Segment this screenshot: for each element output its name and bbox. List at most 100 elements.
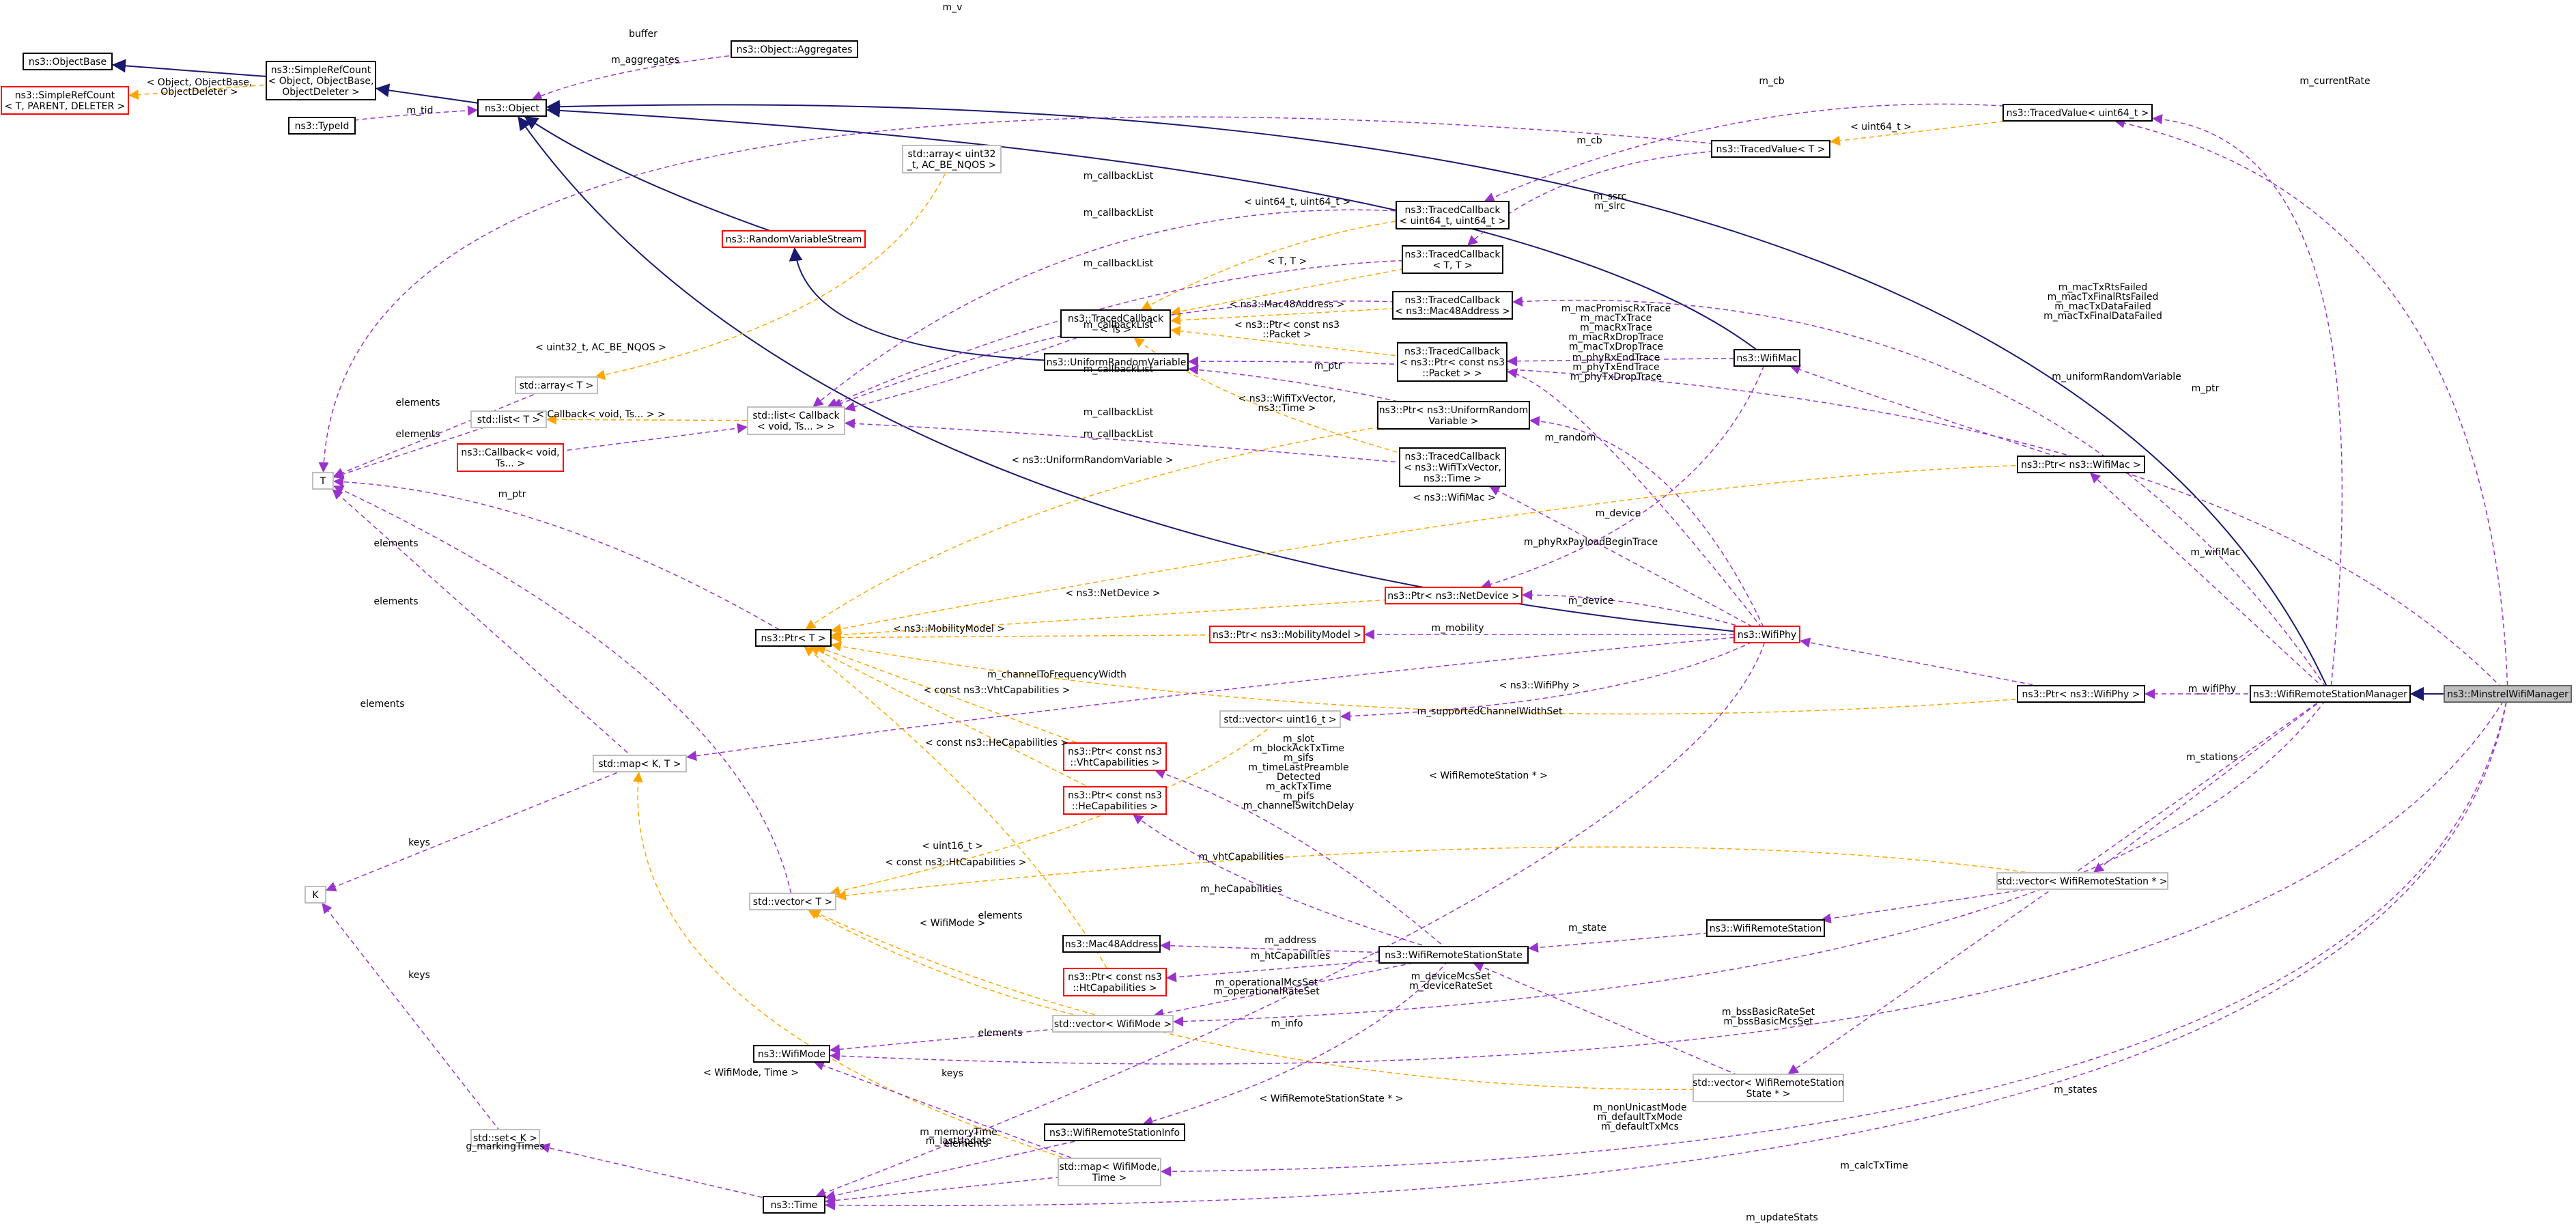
node-tc_txvec[interactable]: ns3::TracedCallback< ns3::WifiTxVector,n… [1399,447,1506,487]
edge-label: m_bssBasicMcsSet [1723,1016,1813,1027]
node-tc_u64[interactable]: ns3::TracedCallback< uint64_t, uint64_t … [1396,201,1510,229]
node-vec_wifimode[interactable]: std::vector< WifiMode > [1052,1015,1174,1033]
node-tc_packet[interactable]: ns3::TracedCallback< ns3::Ptr< const ns3… [1397,342,1508,382]
node-T[interactable]: T [312,472,334,490]
edge-wrsm-to-object [546,100,2331,695]
node-wifimode[interactable]: ns3::WifiMode [753,1045,830,1063]
edge-wrsinfo-to-time [824,1132,1115,1201]
node-label: ns3::Object::Aggregates [737,44,853,55]
node-ptr_mob[interactable]: ns3::Ptr< ns3::MobilityModel > [1209,626,1365,643]
node-ptr_he[interactable]: ns3::Ptr< const ns3::HeCapabilities > [1063,786,1167,815]
node-wifimac[interactable]: ns3::WifiMac [1733,349,1800,367]
node-array_ac[interactable]: std::array< uint32_t, AC_BE_NQOS > [902,145,1002,173]
edge-label: m_ptr [498,489,526,500]
edge-tc_ts-to-list_cb [844,323,1116,412]
edge-wifiphy-to-ptr_urv [1529,416,1768,635]
node-typeid[interactable]: ns3::TypeId [288,117,356,135]
node-object[interactable]: ns3::Object [477,99,547,117]
node-urv[interactable]: ns3::UniformRandomVariable [1044,353,1189,371]
edge-minstrel-to-map_wmt [1160,693,2508,1177]
node-wrss[interactable]: ns3::WifiRemoteStationState [1378,946,1529,964]
node-label: std::vector< WifiMode > [1054,1019,1172,1030]
edge-tc_mac48-to-tc_ts [1170,305,1453,326]
node-label: Time > [1092,1173,1127,1184]
node-K[interactable]: K [305,886,326,904]
edge-tc_tt-to-tc_ts [1170,259,1453,317]
node-vec_t[interactable]: std::vector< T > [749,893,836,910]
node-label: ns3::TracedValue< T > [1716,144,1826,155]
node-label: ::HeCapabilities > [1072,801,1158,812]
edge-ptr_wifimac-to-ptr_t [830,464,2082,634]
node-ptr_t[interactable]: ns3::Ptr< T > [755,629,832,647]
node-simplerefcount_t[interactable]: ns3::SimpleRefCount< T, PARENT, DELETER … [1,86,129,115]
edge-tc_packet-to-tc_ts [1170,326,1453,363]
node-ptr_wifiphy[interactable]: ns3::Ptr< ns3::WifiPhy > [2017,685,2145,703]
edge-map_kt-to-T [331,488,640,764]
node-vec_wrs[interactable]: std::vector< WifiRemoteStation * > [1996,872,2168,890]
edge-tracedvalue_u64-to-tc_u64 [1484,103,2078,202]
node-box [1733,626,1800,643]
node-tracedvalue_u64[interactable]: ns3::TracedValue< uint64_t > [2002,104,2153,122]
node-tracedvalue_t[interactable]: ns3::TracedValue< T > [1711,140,1830,158]
node-label: ns3::Mac48Address [1065,939,1158,950]
node-label: ns3::SimpleRefCount [15,90,115,101]
edge-label: m_callbackList [1084,407,1154,418]
node-wifiphy[interactable]: ns3::WifiPhy [1733,626,1800,643]
node-tc_ts[interactable]: ns3::TracedCallback< Ts > [1060,309,1171,338]
edge-label: m_deviceMcsSet [1411,971,1491,982]
edge-wifiphy-to-time [815,634,1768,1198]
node-ptr_netdev[interactable]: ns3::Ptr< ns3::NetDevice > [1385,587,1523,604]
node-array_t[interactable]: std::array< T > [515,376,598,394]
edge-minstrel-to-tracedvalue_u64 [2114,117,2508,695]
node-label: < Object, ObjectBase, [268,76,374,87]
edge-label: m_wifiMac [2190,547,2240,558]
edge-label: m_aggregates [611,55,679,66]
node-tc_tt[interactable]: ns3::TracedCallback< T, T > [1402,245,1503,274]
node-wrs[interactable]: ns3::WifiRemoteStation [1706,919,1825,937]
node-objectbase[interactable]: ns3::ObjectBase [23,53,113,70]
node-label: ns3::Ptr< T > [761,633,825,644]
node-vec_u16[interactable]: std::vector< uint16_t > [1219,710,1341,728]
node-list_t[interactable]: std::list< T > [470,410,547,428]
node-time[interactable]: ns3::Time [763,1196,825,1214]
node-wrsm[interactable]: ns3::WifiRemoteStationManager [2250,685,2411,703]
node-label: ns3::Ptr< ns3::NetDevice > [1387,591,1520,602]
node-minstrel[interactable]: ns3::MinstrelWifiManager [2444,685,2572,703]
node-aggregates[interactable]: ns3::Object::Aggregates [731,40,858,58]
edge-wrss-to-ptr_he [1132,813,1454,955]
node-list_cb[interactable]: std::list< Callback< void, Ts... > > [747,406,845,435]
edge-label: m_macTxDropTrace [1569,341,1663,352]
edge-list_t-to-T [332,419,509,479]
node-label: < T, T > [1432,260,1472,271]
node-vec_wrss[interactable]: std::vector< WifiRemoteStationState * > [1693,1074,1844,1102]
node-callback[interactable]: ns3::Callback< void,Ts... > [457,443,564,472]
edge-label: m_states [2054,1085,2097,1095]
edge-label: m_vhtCapabilities [1199,852,1284,863]
node-box [722,230,866,248]
node-set_k[interactable]: std::set< K > [470,1129,540,1147]
edge-label: m_phyTxEndTrace [1572,362,1659,373]
node-label: ::VhtCapabilities > [1070,757,1159,768]
edge-label: m_wifiPhy [2188,684,2236,695]
node-box [1996,872,2168,890]
edge-label: keys [408,970,430,981]
node-box [1044,353,1189,371]
node-ptr_urv[interactable]: ns3::Ptr< ns3::UniformRandomVariable > [1377,401,1530,430]
node-tc_mac48[interactable]: ns3::TracedCallback< ns3::Mac48Address > [1392,291,1513,320]
edge-wrsm-to-vec_wrs [2093,693,2331,873]
edge-ptr_vht-to-ptr_t [815,645,1116,757]
node-map_kt[interactable]: std::map< K, T > [593,755,687,772]
node-rvs[interactable]: ns3::RandomVariableStream [722,230,866,248]
node-ptr_vht[interactable]: ns3::Ptr< const ns3::VhtCapabilities > [1063,742,1167,771]
node-box [266,61,376,100]
node-box [477,99,547,117]
node-wrsinfo[interactable]: ns3::WifiRemoteStationInfo [1044,1123,1185,1141]
node-map_wmt[interactable]: std::map< WifiMode,Time > [1058,1158,1161,1186]
node-mac48[interactable]: ns3::Mac48Address [1062,935,1161,953]
edge-tracedvalue_t-to-T [318,116,1771,473]
edge-tc_u64-to-list_cb [812,209,1453,408]
node-simplerefcount[interactable]: ns3::SimpleRefCount< Object, ObjectBase,… [266,61,376,100]
node-ptr_wifimac[interactable]: ns3::Ptr< ns3::WifiMac > [2017,456,2145,473]
node-ptr_ht[interactable]: ns3::Ptr< const ns3::HtCapabilities > [1063,968,1167,996]
